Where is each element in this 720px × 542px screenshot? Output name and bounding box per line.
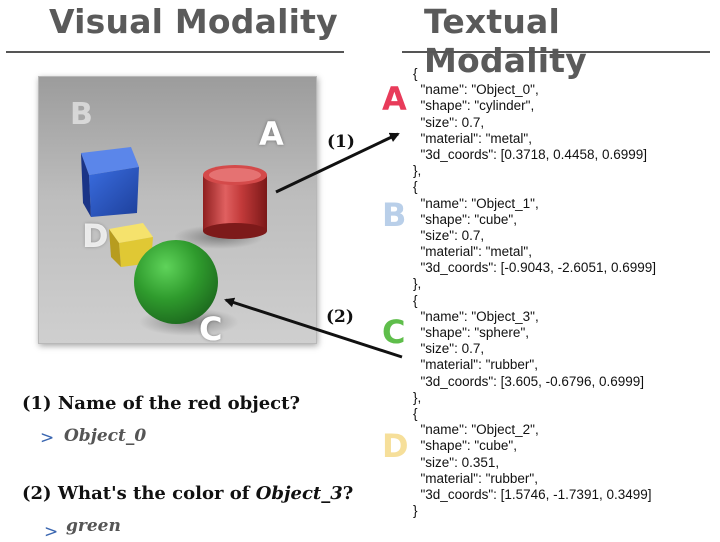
- arrow-2: [224, 297, 403, 359]
- scene-label-d: D: [82, 217, 109, 255]
- json-line: }: [413, 503, 418, 519]
- json-line: "shape": "cylinder",: [413, 98, 535, 114]
- json-objects: { "name": "Object_0", "shape": "cylinder…: [413, 66, 718, 519]
- json-line: "material": "metal",: [413, 244, 532, 260]
- json-line: "name": "Object_3",: [413, 308, 539, 324]
- json-line: "size": 0.7,: [413, 341, 485, 357]
- blue-cube: [81, 147, 139, 217]
- question-2: (2) What's the color of Object_3?: [22, 483, 353, 504]
- json-line: "size": 0.351,: [413, 454, 500, 470]
- json-line: "material": "metal",: [413, 130, 532, 146]
- side-letter-a: A: [382, 80, 407, 118]
- question-2-object: Object_3: [255, 483, 343, 504]
- scene-label-c: C: [199, 310, 223, 344]
- answer-1-caret: >: [40, 428, 55, 448]
- question-2-prefix: (2) What's the color of: [22, 483, 256, 504]
- answer-2-caret: >: [44, 522, 59, 542]
- visual-heading-rule: [6, 51, 344, 53]
- side-letter-c: C: [382, 313, 406, 351]
- side-letter-d: D: [382, 427, 409, 465]
- json-line: "3d_coords": [-0.9043, -2.6051, 0.6999]: [413, 260, 657, 276]
- question-2-suffix: ?: [342, 483, 354, 504]
- json-line: "name": "Object_2",: [413, 422, 539, 438]
- json-line: },: [413, 163, 422, 179]
- question-1: (1) Name of the red object?: [22, 393, 301, 414]
- json-line: "size": 0.7,: [413, 114, 485, 130]
- arrow-2-label: (2): [326, 307, 354, 327]
- json-line: "name": "Object_0",: [413, 82, 539, 98]
- scene-label-a: A: [259, 115, 284, 153]
- json-line: "3d_coords": [1.5746, -1.7391, 0.3499]: [413, 486, 652, 502]
- arrow-1-label: (1): [327, 132, 355, 152]
- visual-modality-heading: Visual Modality: [49, 2, 338, 41]
- json-line: "shape": "sphere",: [413, 325, 529, 340]
- arrow-1: [275, 132, 400, 194]
- textual-modality-heading: Textual Modality: [424, 2, 587, 80]
- json-line: "shape": "cube",: [413, 211, 517, 227]
- textual-heading-rule: [402, 51, 710, 53]
- json-line: "3d_coords": [0.3718, 0.4458, 0.6999]: [413, 146, 648, 162]
- json-line: },: [413, 276, 422, 292]
- json-line: "size": 0.7,: [413, 227, 485, 243]
- scene-label-b: B: [70, 97, 93, 132]
- json-line: "name": "Object_1",: [413, 195, 539, 211]
- clevr-scene-image: B A D C: [38, 76, 317, 344]
- answer-1: Object_0: [64, 426, 147, 446]
- json-line: "3d_coords": [3.605, -0.6796, 0.6999]: [413, 373, 645, 389]
- answer-2: green: [66, 516, 121, 536]
- json-line: {: [413, 179, 418, 195]
- side-letter-b: B: [382, 196, 407, 234]
- json-line: "material": "rubber",: [413, 470, 538, 486]
- json-line: "material": "rubber",: [413, 357, 538, 373]
- json-line: {: [413, 405, 418, 421]
- green-sphere: [134, 240, 218, 324]
- red-cylinder: [203, 165, 267, 239]
- json-line: {: [413, 292, 418, 308]
- json-line: },: [413, 389, 422, 405]
- json-line: {: [413, 66, 418, 81]
- json-line: "shape": "cube",: [413, 438, 517, 454]
